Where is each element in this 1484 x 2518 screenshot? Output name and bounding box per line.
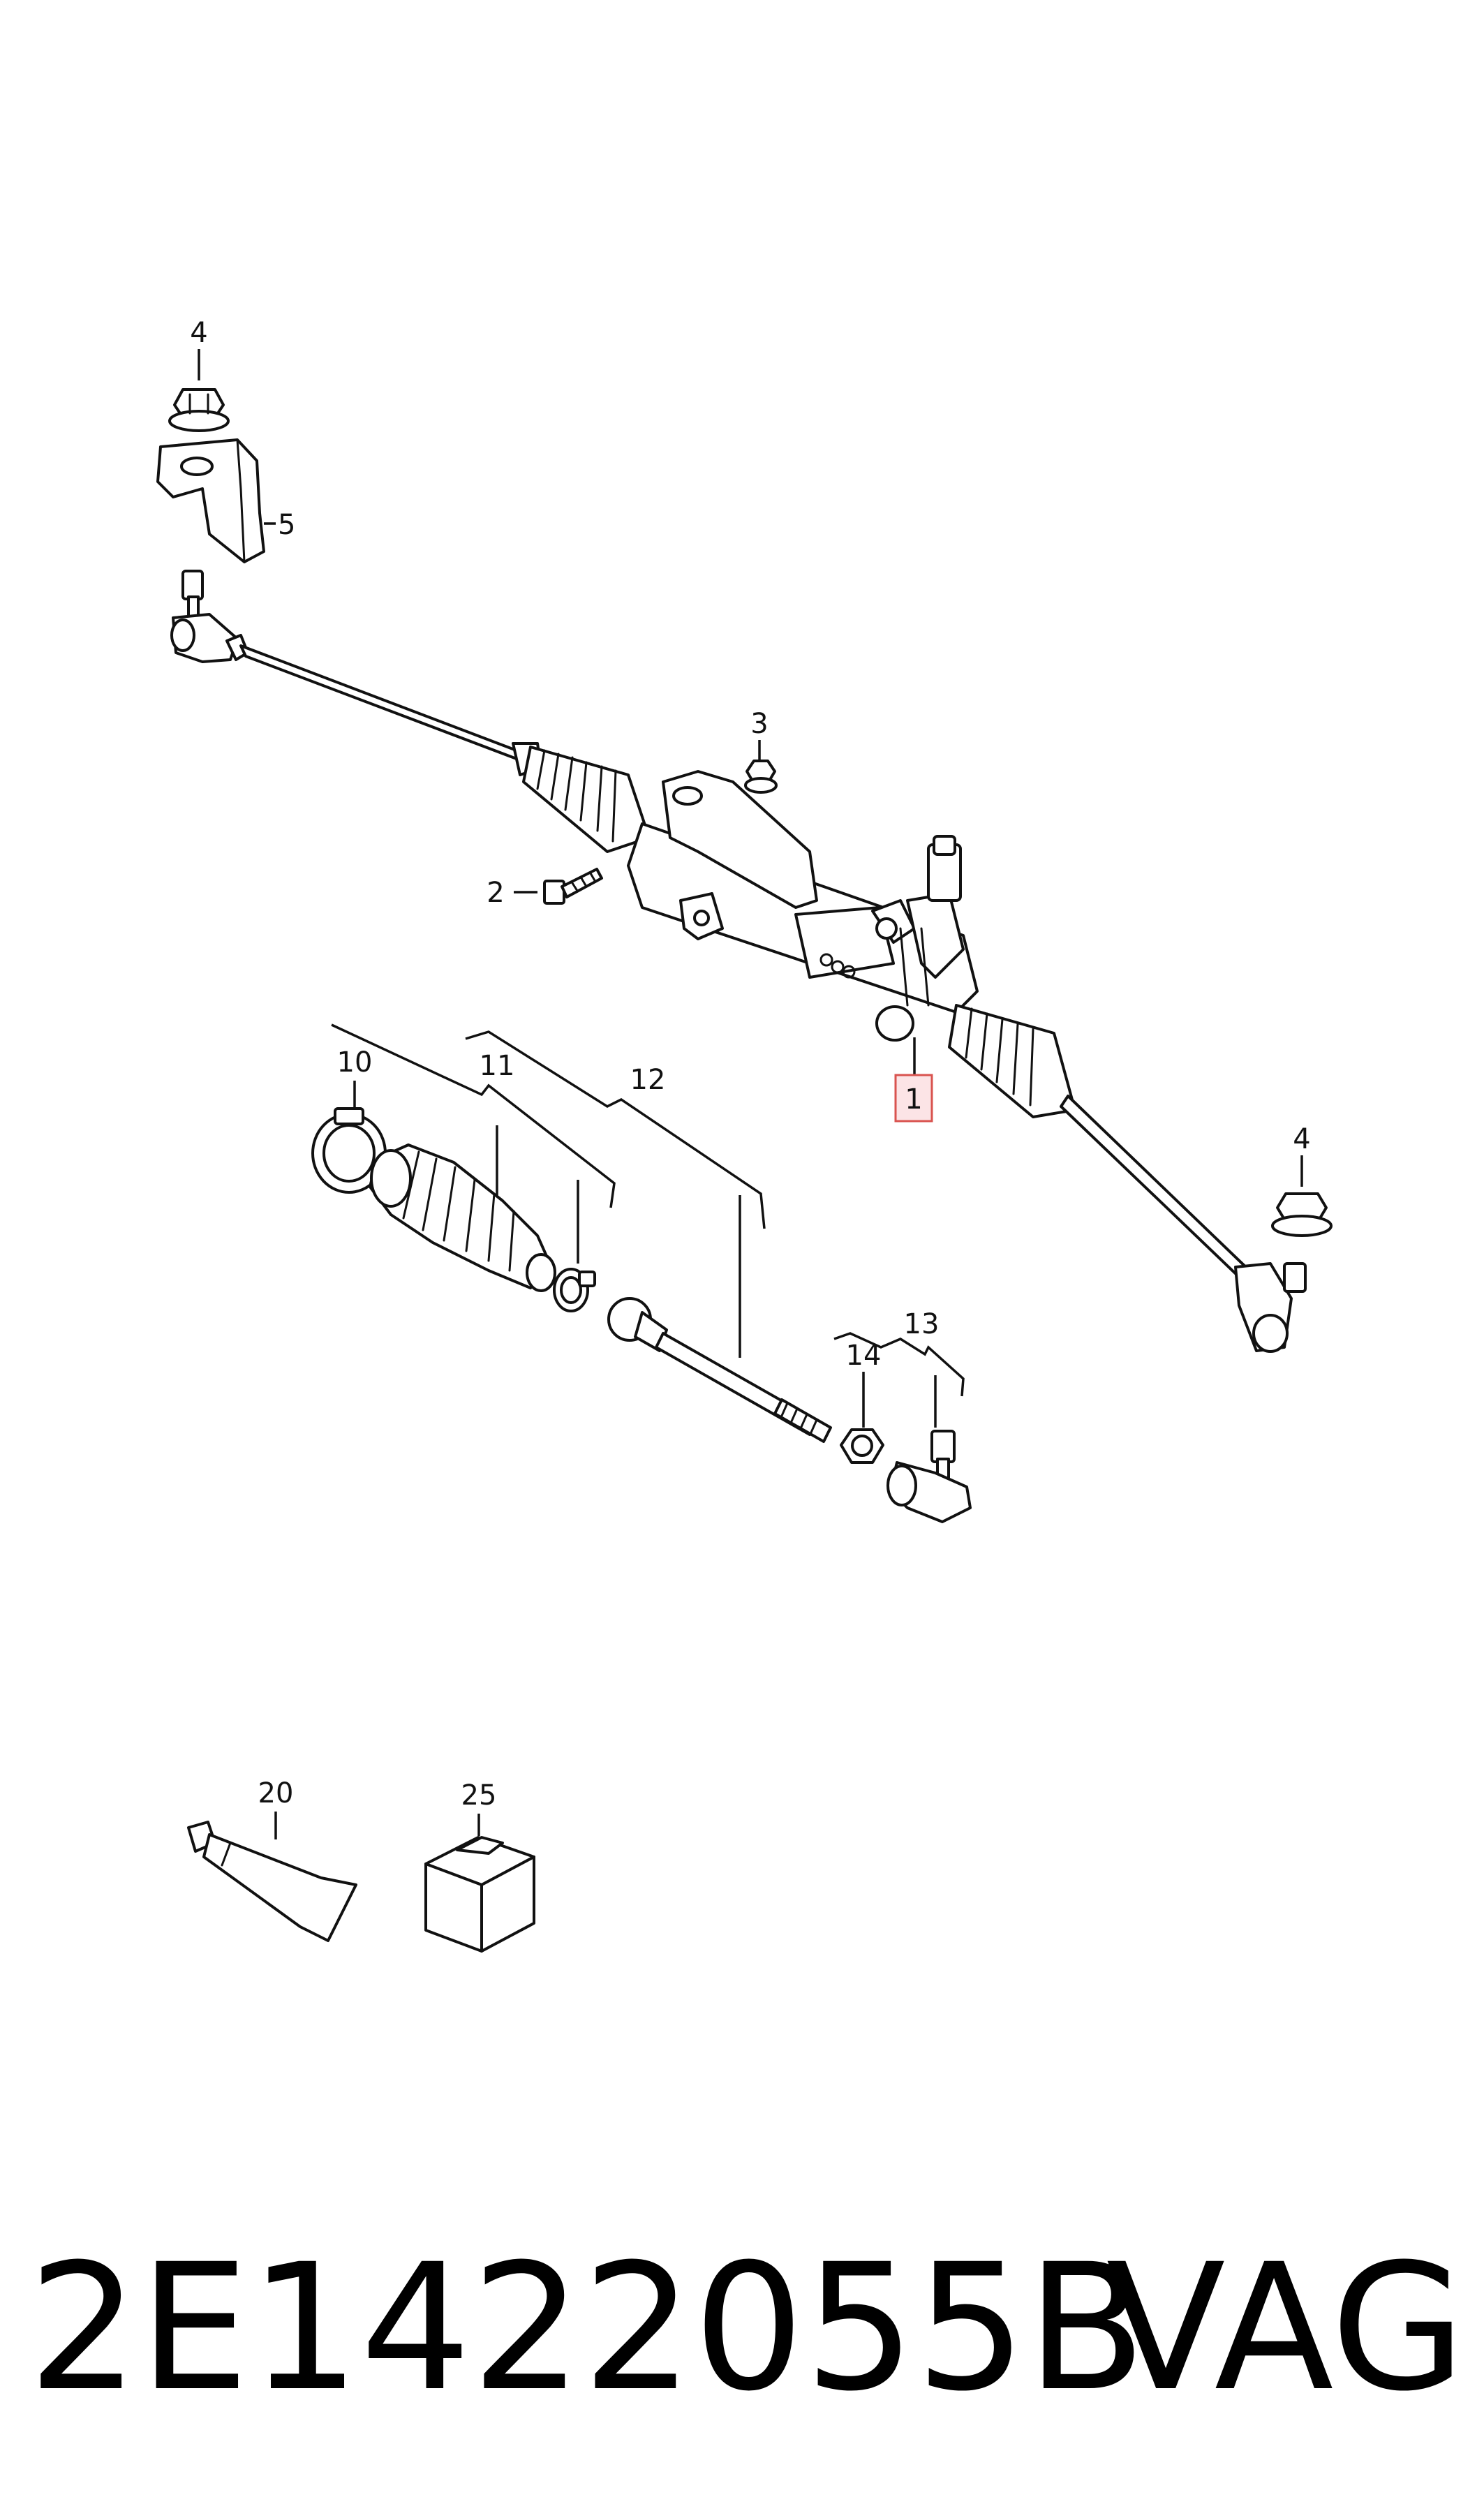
rack-right-bellows (948, 1004, 1076, 1118)
part-11-boot (369, 1143, 556, 1292)
part-20-grease-tube (187, 1812, 357, 1942)
left-tie-rod-assembly (170, 570, 542, 776)
callout-4-top: 4 (190, 317, 207, 349)
callout-12: 12 (630, 1064, 666, 1096)
rack-left-bellows (522, 746, 651, 853)
part-25-box (424, 1814, 535, 1953)
callout-13: 13 (904, 1308, 940, 1340)
part-12-inner-tie-rod (607, 1297, 832, 1443)
kit-brackets-10-11-12 (331, 1023, 766, 1358)
brand-name: VAG (1106, 2226, 1466, 2429)
part-4-flange-nut-top (168, 349, 230, 432)
callout-1: 1 (905, 1083, 922, 1116)
callout-10: 10 (337, 1046, 373, 1079)
part-5-bracket (156, 438, 276, 563)
part-14-nut (840, 1428, 884, 1464)
callout-5: 5 (278, 509, 295, 541)
part-3-nut (744, 740, 778, 794)
part-number: 2E1422055B (28, 2226, 1146, 2429)
caption-footer: 2E1422055B VAG (28, 2213, 1466, 2443)
callout-11: 11 (480, 1050, 515, 1082)
part-10-clamp (311, 1107, 387, 1194)
kit-brackets-13-14 (833, 1332, 965, 1428)
part-11-small-clamp (553, 1268, 596, 1312)
part-13-tie-rod-end (886, 1430, 972, 1523)
callout-25: 25 (461, 1779, 497, 1812)
callout-3: 3 (750, 708, 768, 740)
right-tie-rod-assembly (1060, 1095, 1307, 1353)
callout-20: 20 (258, 1777, 294, 1809)
part-4-flange-nut-right (1271, 1155, 1333, 1237)
callout-2: 2 (487, 877, 504, 909)
part-1-callout: 1 (894, 1037, 933, 1123)
part-2-bolt (514, 868, 603, 905)
callout-14: 14 (846, 1340, 882, 1372)
callout-4-right: 4 (1293, 1123, 1310, 1155)
part-1-steering-rack-housing (627, 770, 979, 1042)
